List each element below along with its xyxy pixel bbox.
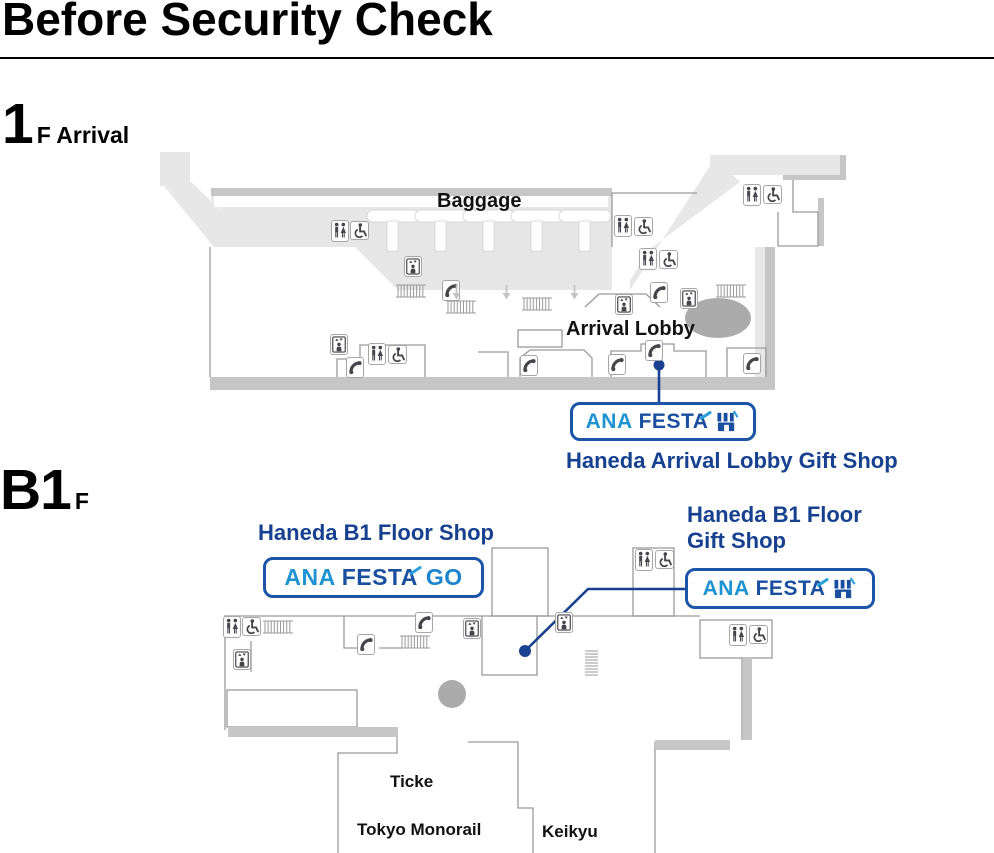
phone-icon (346, 357, 364, 378)
pillar-b1 (438, 680, 466, 708)
phone-icon (520, 355, 538, 376)
restroom-icon (331, 220, 349, 242)
page-title: Before Security Check (2, 0, 493, 45)
arrow-down-icon (501, 285, 512, 300)
phone-icon (743, 353, 761, 374)
elevator-icon (555, 612, 573, 633)
arrow-down-icon (451, 285, 462, 300)
restroom-icon (368, 343, 386, 365)
wheelchair-icon (350, 221, 369, 240)
storefront-icon (717, 410, 739, 432)
baggage-label: Baggage (437, 190, 522, 212)
title-divider (0, 57, 994, 59)
arrival-lobby-label: Arrival Lobby (566, 318, 695, 340)
phone-icon (415, 612, 433, 633)
elevator-icon (330, 334, 348, 355)
elevator-icon (680, 288, 698, 309)
restroom-icon (635, 549, 653, 571)
phone-icon (650, 282, 668, 303)
phone-icon (357, 634, 375, 655)
tokyo-monorail-label: Tokyo Monorail (357, 820, 482, 839)
wheelchair-icon (242, 617, 261, 636)
restroom-icon (614, 215, 632, 237)
storefront-icon (834, 577, 856, 599)
shop-caption-b1-gift-line2: Gift Shop (687, 528, 786, 553)
ticket-label: Ticke (390, 772, 434, 791)
arrow-down-icon (569, 285, 580, 300)
wheelchair-icon (388, 345, 407, 364)
stairs-h-icon (400, 635, 430, 649)
stairs-h-icon (522, 297, 552, 311)
shop-caption-b1-go: Haneda B1 Floor Shop (258, 520, 494, 545)
floor-1f-number: 1 (2, 92, 34, 156)
restroom-icon (743, 184, 761, 206)
wheelchair-icon (634, 217, 653, 236)
stairs-h-icon (446, 300, 476, 314)
elevator-icon (404, 256, 422, 277)
map-b1-shadows (228, 658, 752, 750)
restroom-icon (223, 616, 241, 638)
floor-b1-number: B1 (0, 458, 72, 522)
wheelchair-icon (655, 550, 674, 569)
restroom-icon (729, 624, 747, 646)
elevator-icon (233, 649, 251, 670)
map-1f-shadows (210, 155, 846, 390)
elevator-icon (463, 618, 481, 639)
wheelchair-icon (749, 625, 768, 644)
restroom-icon (639, 248, 657, 270)
escalator-well-1f (685, 298, 751, 338)
stairs-h-icon (716, 284, 746, 298)
wheelchair-icon (659, 250, 678, 269)
floor-label-1f: 1 F Arrival (2, 96, 129, 153)
stairs-v-icon (585, 650, 598, 676)
shop-connector-b1 (524, 587, 686, 652)
stairs-h-icon (396, 284, 426, 298)
keikyu-label: Keikyu (542, 822, 598, 841)
floor-b1-suffix: F (74, 488, 89, 514)
wheelchair-icon (763, 185, 782, 204)
elevator-icon (615, 294, 633, 315)
shop-location-dot-b1 (519, 645, 531, 657)
stairs-h-icon (263, 620, 293, 634)
baggage-carousels (366, 209, 612, 252)
shop-location-dot-1f (653, 359, 665, 371)
shop-caption-b1-gift: Haneda B1 Floor Gift Shop (687, 502, 862, 554)
shop-caption-1f: Haneda Arrival Lobby Gift Shop (566, 448, 898, 473)
shop-caption-b1-gift-line1: Haneda B1 Floor (687, 502, 862, 527)
floor-1f-suffix: F Arrival (36, 122, 130, 148)
phone-icon (608, 354, 626, 375)
phone-icon (645, 340, 663, 361)
floor-label-b1f: B1 F (0, 462, 89, 519)
